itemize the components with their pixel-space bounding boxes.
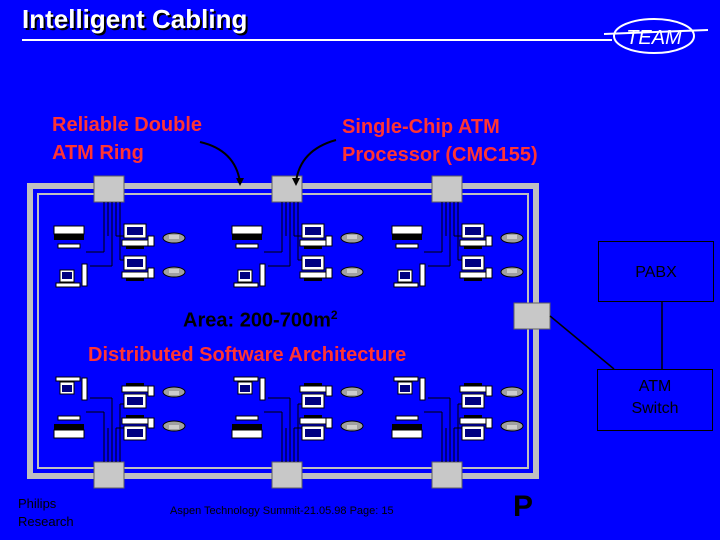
callout-double-ring: Reliable Double ATM Ring — [52, 114, 203, 164]
cluster-top-left — [54, 176, 185, 287]
architecture-label: Distributed Software Architecture — [88, 344, 407, 366]
cluster-top-right — [392, 176, 523, 287]
footer-logo-letter: P — [513, 490, 534, 523]
pabx-box: PABX — [598, 241, 714, 302]
switch-link — [549, 315, 615, 370]
atm-switch-label: ATM Switch — [631, 378, 679, 417]
atm-switch-box: ATM Switch — [597, 369, 713, 431]
callout-atm-processor: Single-Chip ATM Processor (CMC155) — [342, 116, 538, 166]
pabx-label: PABX — [635, 264, 677, 281]
slide-title: Intelligent Cabling — [22, 4, 248, 34]
arrow-processor — [295, 139, 337, 183]
cluster-top-middle — [232, 176, 363, 287]
area-prefix: Area: 200-700m — [183, 309, 331, 332]
team-logo-text: TEAM — [626, 27, 682, 49]
cluster-bottom-right — [392, 377, 523, 488]
cluster-bottom-middle — [232, 377, 363, 488]
atm-switch-node — [513, 302, 551, 330]
area-label: Area: 200-700m2 — [183, 308, 338, 333]
team-logo: TEAM — [603, 18, 709, 54]
area-superscript: 2 — [330, 308, 338, 322]
arrow-ring — [199, 141, 241, 183]
title-rule — [22, 39, 612, 41]
footer-center: Aspen Technology Summit-21.05.98 Page: 1… — [170, 505, 394, 517]
cluster-bottom-left — [54, 377, 185, 488]
footer-org: Philips Research — [18, 496, 74, 529]
